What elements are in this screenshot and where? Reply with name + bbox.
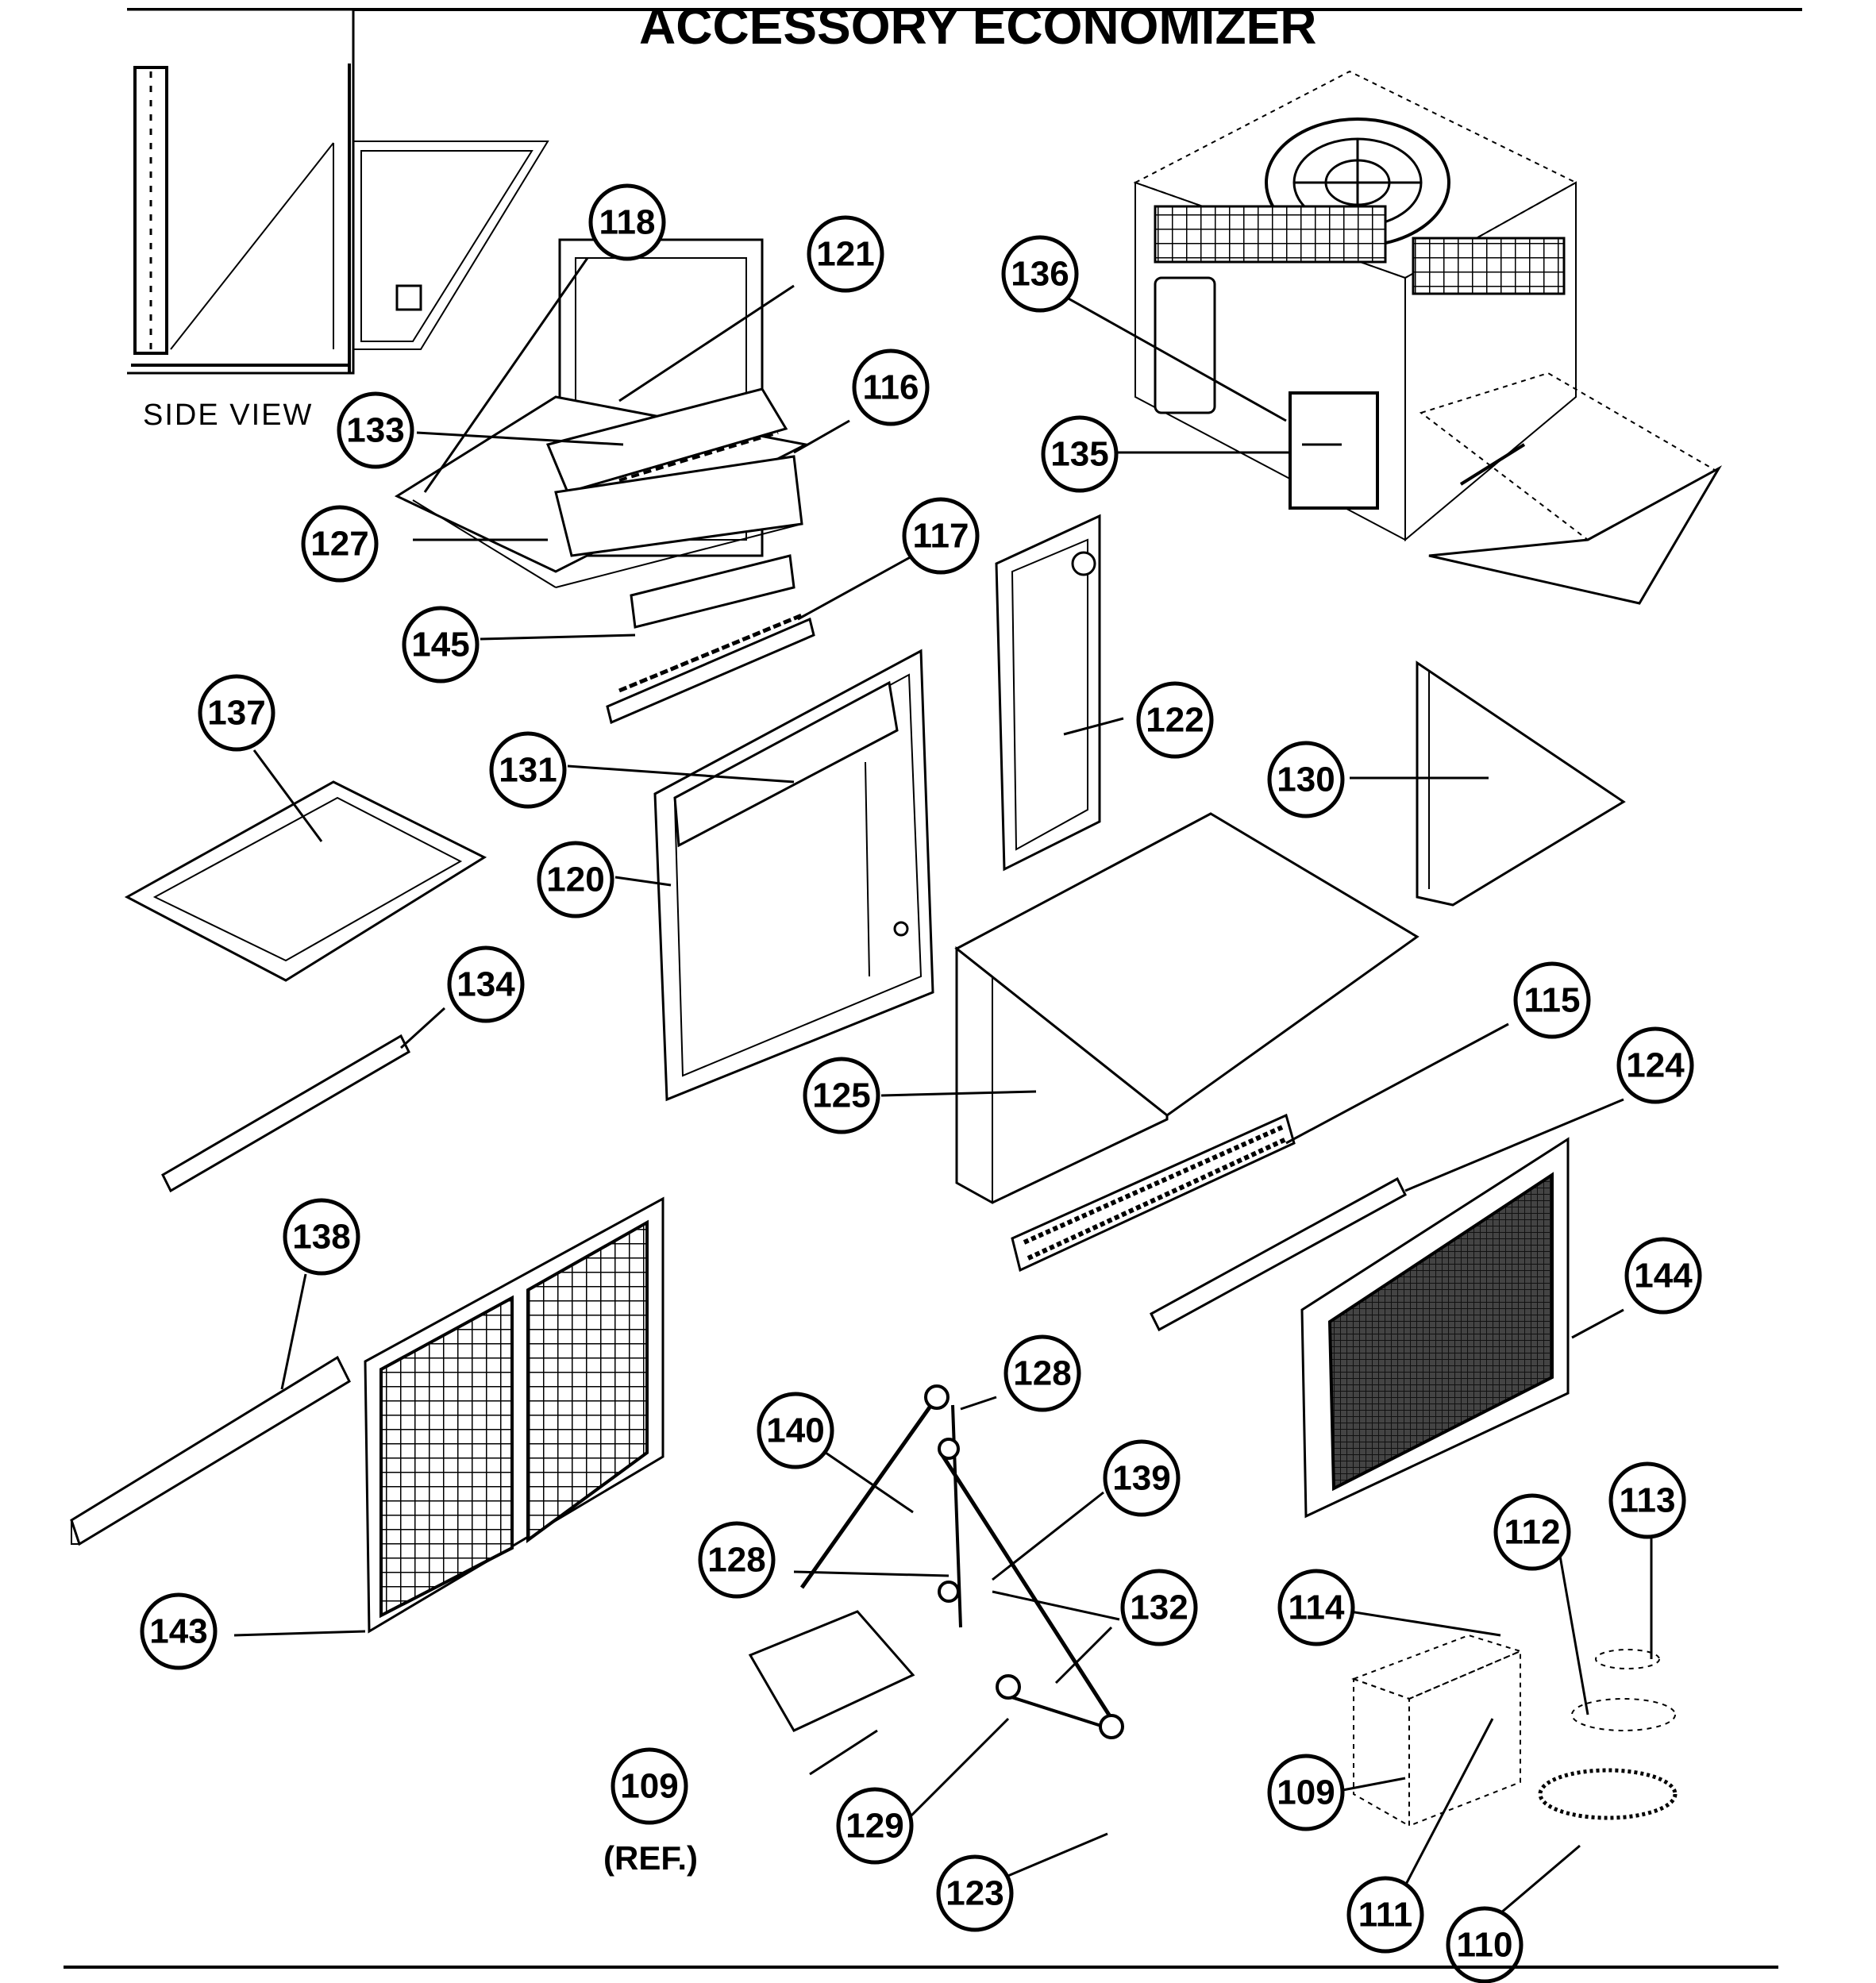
callout-116: 116 — [852, 348, 930, 426]
callout-131: 131 — [489, 731, 567, 809]
svg-text:114: 114 — [1289, 1588, 1346, 1627]
ref-label: (REF.) — [603, 1839, 698, 1877]
svg-text:123: 123 — [946, 1874, 1003, 1913]
svg-text:118: 118 — [599, 203, 656, 242]
callout-112: 112 — [1493, 1493, 1571, 1571]
callout-129: 129 — [836, 1787, 914, 1865]
part-130-panel — [1416, 660, 1626, 907]
actuator-assembly — [1351, 1634, 1678, 1827]
callout-122: 122 — [1136, 681, 1214, 759]
callout-137: 137 — [198, 674, 275, 752]
part-117-rail — [606, 617, 815, 725]
callout-117: 117 — [902, 497, 980, 575]
callout-136: 136 — [1001, 235, 1079, 313]
svg-text:140: 140 — [766, 1411, 824, 1450]
svg-text:133: 133 — [346, 411, 404, 450]
part-125-hood — [954, 812, 1420, 1204]
side-view-inset: SIDE VIEW — [127, 8, 549, 432]
callout-134: 134 — [447, 945, 525, 1023]
svg-text:138: 138 — [292, 1218, 350, 1257]
svg-text:111: 111 — [1358, 1896, 1413, 1935]
svg-text:131: 131 — [499, 751, 557, 790]
callout-145: 145 — [402, 606, 480, 683]
svg-text:145: 145 — [411, 626, 469, 664]
callout-140: 140 — [757, 1392, 834, 1469]
part-137-panel — [124, 780, 487, 982]
callout-132: 132 — [1120, 1569, 1198, 1646]
part-144-filter — [1300, 1137, 1570, 1519]
svg-text:128: 128 — [707, 1541, 765, 1580]
callout-124: 124 — [1616, 1026, 1694, 1104]
svg-text:135: 135 — [1050, 435, 1108, 474]
svg-text:120: 120 — [546, 861, 604, 899]
callout-130: 130 — [1267, 741, 1345, 818]
svg-text:137: 137 — [207, 694, 265, 733]
callout-120: 120 — [537, 841, 614, 918]
part-143-filters — [364, 1196, 664, 1634]
rooftop-unit — [1133, 70, 1723, 605]
svg-text:113: 113 — [1620, 1481, 1676, 1520]
svg-text:124: 124 — [1626, 1046, 1685, 1085]
svg-text:144: 144 — [1634, 1257, 1693, 1296]
svg-text:116: 116 — [863, 368, 919, 407]
callout-135: 135 — [1041, 415, 1119, 493]
part-120-panel — [653, 649, 934, 1102]
callout-127: 127 — [301, 505, 379, 583]
svg-text:134: 134 — [456, 965, 515, 1004]
svg-text:112: 112 — [1504, 1513, 1561, 1552]
svg-text:139: 139 — [1112, 1459, 1170, 1498]
callout-113: 113 — [1608, 1461, 1686, 1539]
callout-111: 111 — [1346, 1876, 1424, 1954]
svg-text:110: 110 — [1457, 1926, 1513, 1965]
callout-110: 110 — [1446, 1906, 1524, 1983]
side-view-label: SIDE VIEW — [143, 399, 313, 432]
svg-text:117: 117 — [913, 517, 969, 556]
callout-143: 143 — [140, 1592, 218, 1670]
svg-text:109: 109 — [620, 1767, 678, 1806]
svg-text:125: 125 — [812, 1076, 870, 1115]
callout-139: 139 — [1103, 1439, 1181, 1517]
callout-115: 115 — [1513, 961, 1591, 1039]
part-138-rail — [70, 1355, 351, 1546]
svg-text:109: 109 — [1277, 1773, 1335, 1812]
svg-text:127: 127 — [310, 525, 368, 564]
part-124-rail — [1150, 1176, 1407, 1332]
callout-121: 121 — [807, 215, 884, 293]
part-122-panel — [995, 514, 1101, 872]
callout-128-top: 128 — [1003, 1334, 1081, 1412]
callouts: 118 121 116 133 127 117 145 136 135 137 … — [140, 183, 1702, 1983]
callout-128-mid: 128 — [698, 1521, 776, 1599]
callout-123: 123 — [936, 1854, 1014, 1932]
callout-118: 118 — [588, 183, 666, 261]
svg-text:143: 143 — [149, 1612, 207, 1651]
callout-109-ref: 109 — [611, 1747, 688, 1825]
callout-138: 138 — [283, 1198, 360, 1276]
svg-text:121: 121 — [816, 235, 874, 274]
linkage-assembly — [748, 1384, 1124, 1739]
svg-text:115: 115 — [1524, 981, 1581, 1020]
svg-text:128: 128 — [1013, 1354, 1071, 1393]
svg-text:136: 136 — [1011, 255, 1069, 294]
damper-frame-assembly — [394, 238, 810, 588]
svg-text:130: 130 — [1277, 760, 1335, 799]
part-134-rail — [161, 1034, 410, 1193]
svg-text:129: 129 — [846, 1807, 903, 1846]
diagram-title: ACCESSORY ECONOMIZER — [639, 0, 1316, 55]
part-145 — [630, 554, 795, 629]
callout-125: 125 — [803, 1057, 880, 1134]
callout-133: 133 — [337, 391, 414, 469]
callout-144: 144 — [1624, 1237, 1702, 1315]
svg-text:122: 122 — [1146, 701, 1204, 740]
callout-109: 109 — [1267, 1754, 1345, 1831]
svg-text:132: 132 — [1130, 1588, 1188, 1627]
callout-114: 114 — [1277, 1569, 1355, 1646]
leader-lines — [233, 257, 1653, 1915]
